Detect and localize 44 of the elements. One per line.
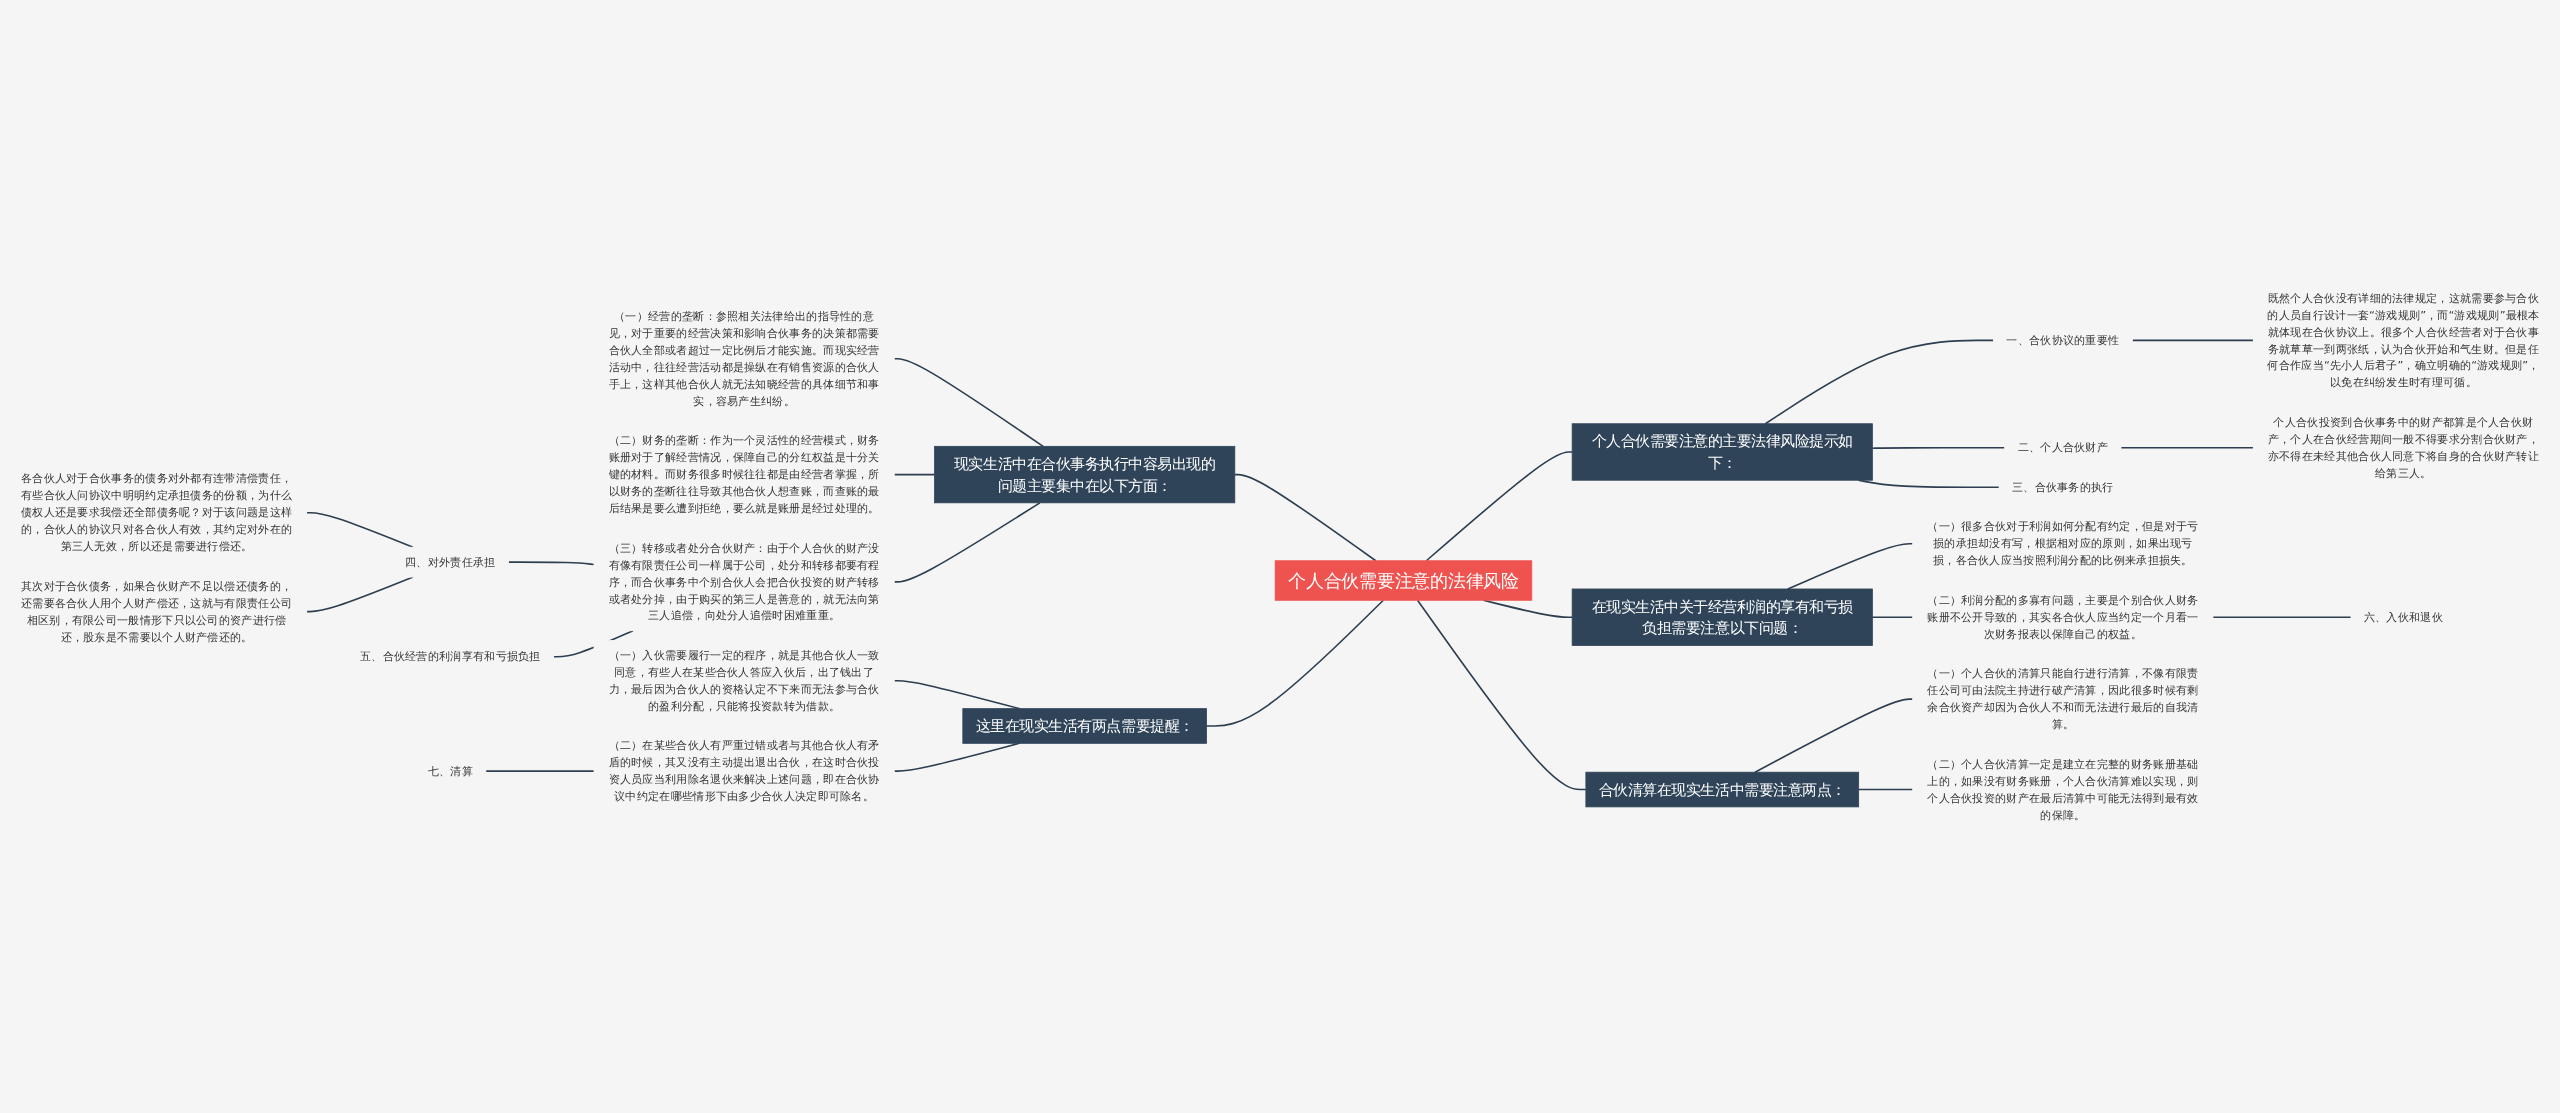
connector	[893, 473, 936, 476]
node-text: （二）个人合伙清算一定是建立在完整的财务账册基础上的，如果没有财务账册，个人合伙清算难以实现，则个人合伙投资的财产在最后清算中可能无法得到最有效的保障。	[1927, 757, 2199, 822]
connector	[485, 770, 595, 772]
node-text: （一）很多合伙对于利润如何分配有约定，但是对于亏损的承担却没有写，根据相对应的原则，如果出现亏损，各合伙人应当按照利润分配的比例来承担损失。	[1927, 519, 2199, 567]
connector	[1425, 451, 1573, 562]
connector	[2120, 446, 2255, 449]
connector	[507, 561, 595, 566]
node-box: 现实生活中在合伙事务执行中容易出现的问题主要集中在以下方面：	[934, 445, 1236, 504]
node-text: （一）经营的垄断：参照相关法律给出的指导性的意见，对于重要的经营决策和影响合伙事务的决策都需要合伙人全部或者超过一定比例后才能实施。而现实经营活动中，往往经营活动都是操纵在有销售资源的合伙人手上，这样其他合伙人就无法知晓经营的具体细节和事实，容易产生纠纷。	[608, 309, 880, 408]
connector	[1234, 473, 1377, 562]
connector	[893, 502, 1041, 583]
node-text: （二）在某些合伙人有严重过错或者与其他合伙人有矛盾的时候，其又没有主动提出退出合伙，在这时合伙投资人员应当利用除名退伙来解决上述问题，即在合伙协议中约定在哪些情形下由多少合伙人决定即可除名。	[608, 738, 880, 803]
connector	[1764, 339, 1995, 425]
node-text: （一）入伙需要履行一定的程序，就是其他合伙人一致同意，有些人在某些合伙人答应入伙后，出了钱出了力，最后因为合伙人的资格认定不下来而无法参与合伙的盈利分配，只能将投资款转为借款。	[608, 648, 880, 713]
connector	[2131, 339, 2255, 342]
node-text: 七、清算	[427, 764, 473, 778]
node-text: 六、入伙和退伙	[2363, 610, 2443, 624]
node-box: 个人合伙需要注意的法律风险	[1274, 560, 1533, 601]
node-text: 其次对于合伙债务，如果合伙财产不足以偿还债务的，还需要各合伙人用个人财产偿还，这就与有限责任公司相区别，有限公司一般情形下只以公司的资产进行偿还，股东是不需要以个人财产偿还的。	[20, 579, 293, 644]
node-text: 三、合伙事务的执行	[2012, 480, 2114, 494]
node-text: （三）转移或者处分合伙财产：由于个人合伙的财产没有像有限责任公司一样属于公司，处分和转移都要有程序，而合伙事务中个别合伙人会把合伙投资的财产转移或者处分掉，由于购买的第三人是善意的，就无法向第三人追偿，向处分人追偿时困难重重。	[608, 541, 880, 622]
connector	[1871, 446, 2006, 450]
node-text: （二）利润分配的多寡有问题，主要是个别合伙人财务账册不公开导致的，其实各合伙人应当约定一个月看一次财务报表以保障自己的权益。	[1927, 593, 2199, 641]
node-text: 个人合伙投资到合伙事务中的财产都算是个人合伙财产，个人在合伙经营期间一般不得要求分割合伙财产，亦不得在未经其他合伙人同意下将自身的合伙财产转让给第三人。	[2267, 415, 2540, 480]
node-text: 二、个人合伙财产	[2017, 440, 2109, 454]
node-text: 一、合伙协议的重要性	[2006, 333, 2120, 347]
connector	[1205, 599, 1385, 727]
node-box: 在现实生活中关于经营利润的享有和亏损负担需要注意以下问题：	[1571, 588, 1873, 646]
connector	[1857, 788, 1914, 791]
connector	[305, 511, 414, 549]
connector	[1754, 698, 1914, 773]
node-box: 合伙清算在现实生活中需要注意两点：	[1585, 771, 1860, 808]
connector	[2212, 616, 2352, 619]
connector	[893, 357, 1044, 448]
node-text: 既然个人合伙没有详细的法律规定，这就需要参与合伙的人员自行设计一套“游戏规则”，而“游戏规则”最根本就体现在合伙协议上。很多个人合伙经营者对于合伙事务就草草一到两张纸，认为合伙开始和气生财。但是任何合作应当“先小人后君子”，确立明确的“游戏规则”，以免在纠纷发生时有理可循。	[2267, 291, 2540, 389]
node-text: 五、合伙经营的利润享有和亏损负担	[359, 649, 541, 663]
node-box: 个人合伙需要注意的主要法律风险提示如下：	[1571, 423, 1873, 481]
node-text: （二）财务的垄断：作为一个灵活性的经营模式，财务账册对于了解经营情况，保障自己的分红权益是十分关键的材料。而财务很多时候往往都是由经营者掌握，所以财务的垄断往往导致其他合伙人想查账，而查账的最后结果是要么遭到拒绝，要么就是账册是经过处理的。	[608, 433, 880, 515]
node-box: 这里在现实生活有两点需要提醒：	[962, 708, 1207, 744]
connector	[1416, 599, 1587, 791]
node-text: 四、对外责任承担	[405, 555, 496, 569]
node-text: （一）个人合伙的清算只能自行进行清算，不像有限责任公司可由法院主持进行破产清算，因此很多时候有剩余合伙资产却因为合伙人不和而无法进行最后的自我清算。	[1927, 666, 2199, 731]
connector	[1871, 616, 1914, 619]
node-text: 各合伙人对于合伙事务的债务对外都有连带清偿责任，有些合伙人问协议中明明约定承担债务的份额，为什么债权人还是要求我偿还全部债务呢？对于该问题是这样的，合伙人的协议只对各合伙人有效，其约定对外在的第三人无效，所以还是需要进行偿还。	[20, 471, 293, 553]
